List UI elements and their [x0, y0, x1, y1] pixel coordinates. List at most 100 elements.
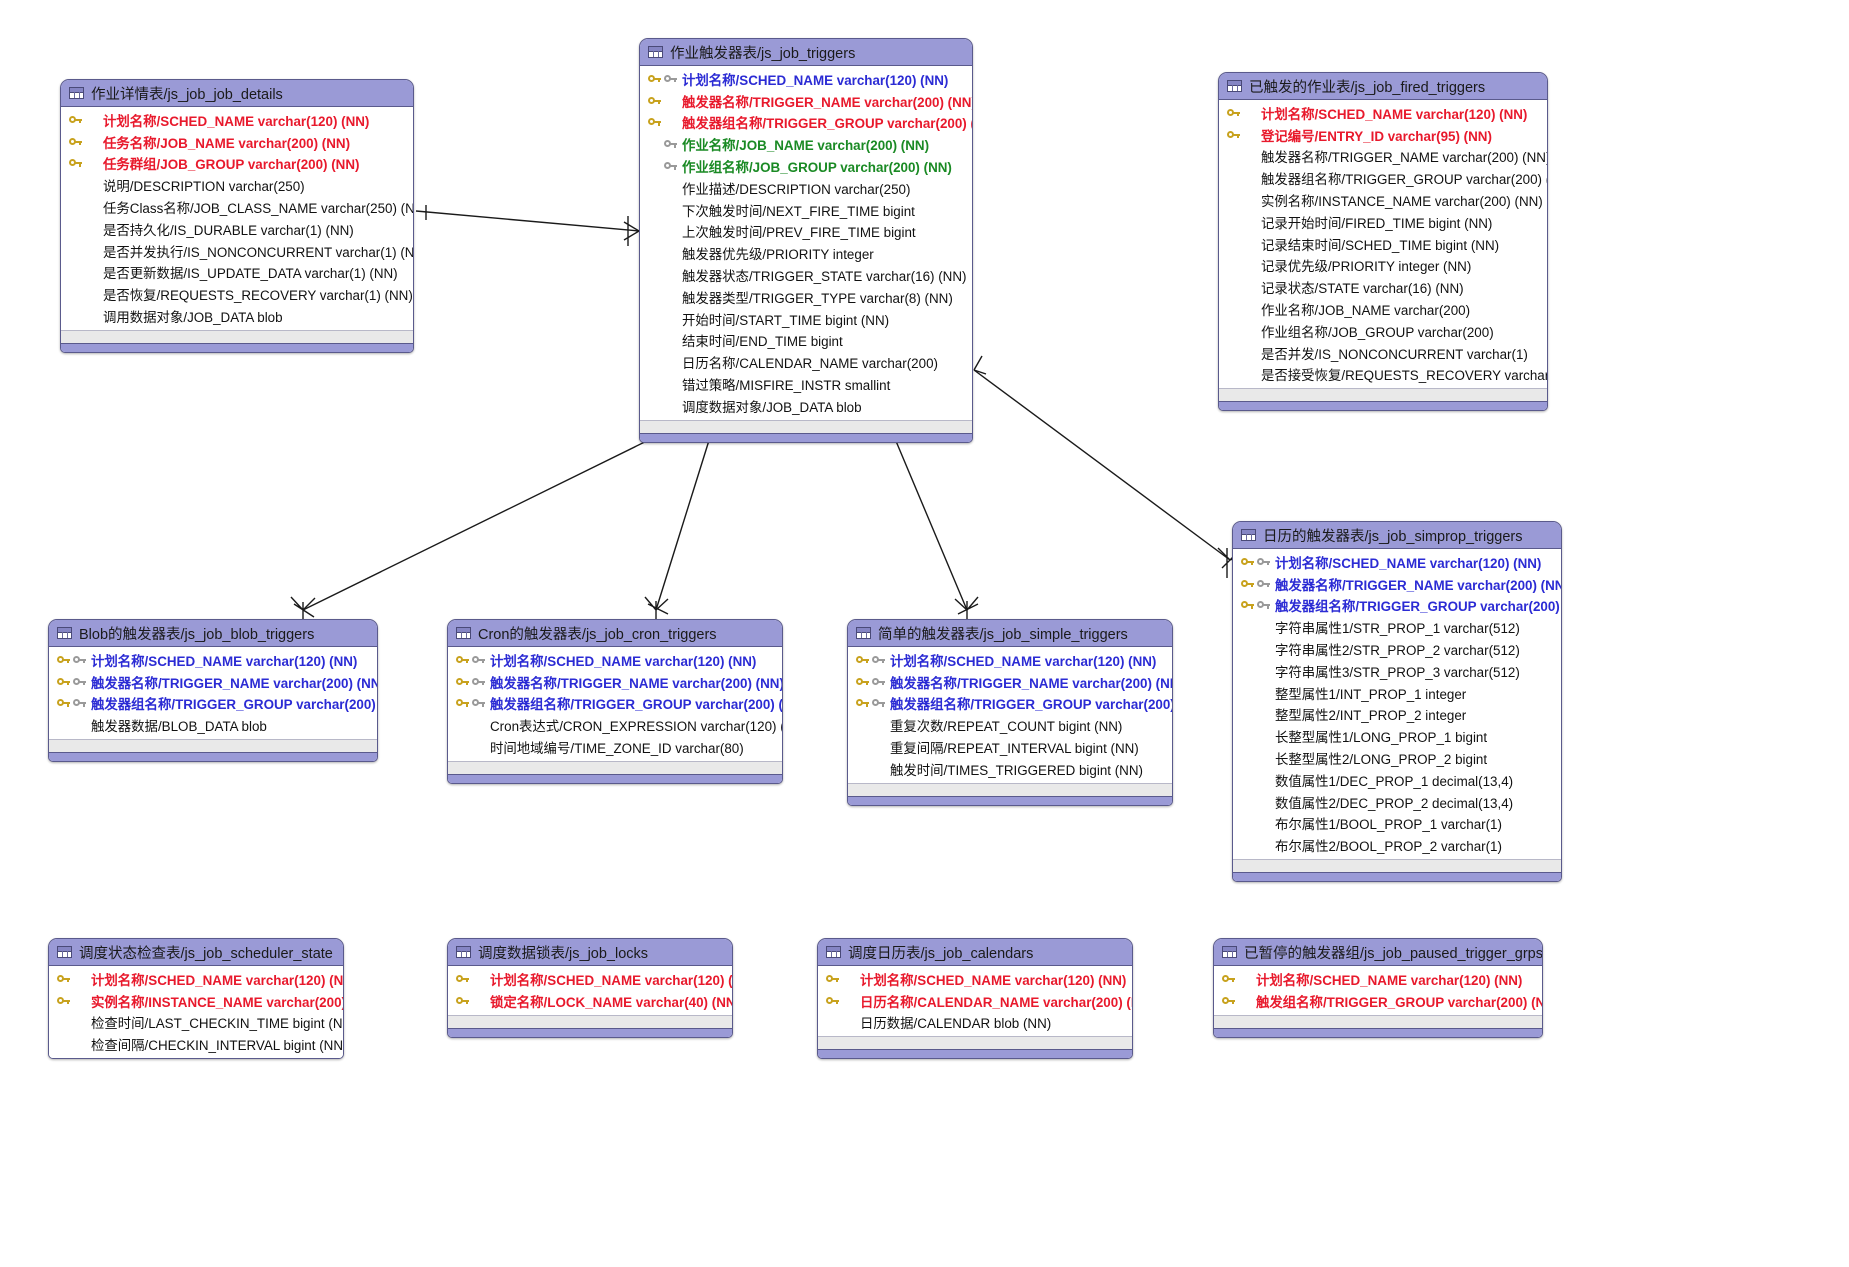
column-row[interactable]: 计划名称/SCHED_NAME varchar(120) (NN)	[61, 109, 413, 131]
column-row[interactable]: 重复间隔/REPEAT_INTERVAL bigint (NN)	[848, 736, 1172, 758]
column-row[interactable]: 数值属性1/DEC_PROP_1 decimal(13,4)	[1233, 769, 1561, 791]
column-row[interactable]: 开始时间/START_TIME bigint (NN)	[640, 308, 972, 330]
column-row[interactable]: 是否更新数据/IS_UPDATE_DATA varchar(1) (NN)	[61, 262, 413, 284]
column-row[interactable]: 下次触发时间/NEXT_FIRE_TIME bigint	[640, 199, 972, 221]
column-row[interactable]: 检查间隔/CHECKIN_INTERVAL bigint (NN)	[49, 1033, 343, 1055]
column-row[interactable]: 记录开始时间/FIRED_TIME bigint (NN)	[1219, 211, 1547, 233]
column-row[interactable]: 触发器组名称/TRIGGER_GROUP varchar(200) (NN)	[848, 693, 1172, 715]
table-header-job_simple_triggers[interactable]: 简单的触发器表/js_job_simple_triggers	[848, 620, 1172, 647]
column-row[interactable]: 计划名称/SCHED_NAME varchar(120) (NN)	[1214, 968, 1542, 990]
column-row[interactable]: 计划名称/SCHED_NAME varchar(120) (NN)	[1219, 102, 1547, 124]
table-header-job_calendars[interactable]: 调度日历表/js_job_calendars	[818, 939, 1132, 966]
column-row[interactable]: 布尔属性1/BOOL_PROP_1 varchar(1)	[1233, 813, 1561, 835]
column-row[interactable]: 触发器数据/BLOB_DATA blob	[49, 714, 377, 736]
column-row[interactable]: 计划名称/SCHED_NAME varchar(120) (NN)	[818, 968, 1132, 990]
column-row[interactable]: 布尔属性2/BOOL_PROP_2 varchar(1)	[1233, 834, 1561, 856]
table-header-job_blob_triggers[interactable]: Blob的触发器表/js_job_blob_triggers	[49, 620, 377, 647]
column-row[interactable]: 计划名称/SCHED_NAME varchar(120) (NN)	[640, 68, 972, 90]
column-row[interactable]: 调用数据对象/JOB_DATA blob	[61, 305, 413, 327]
table-header-job_paused_trigger_grps[interactable]: 已暂停的触发器组/js_job_paused_trigger_grps	[1214, 939, 1542, 966]
column-row[interactable]: 触发器优先级/PRIORITY integer	[640, 242, 972, 264]
table-header-job_scheduler_state[interactable]: 调度状态检查表/js_job_scheduler_state	[49, 939, 343, 966]
column-row[interactable]: 上次触发时间/PREV_FIRE_TIME bigint	[640, 221, 972, 243]
column-row[interactable]: 作业组名称/JOB_GROUP varchar(200) (NN)	[640, 155, 972, 177]
column-row[interactable]: 整型属性1/INT_PROP_1 integer	[1233, 682, 1561, 704]
column-row[interactable]: 结束时间/END_TIME bigint	[640, 330, 972, 352]
column-row[interactable]: 调度数据对象/JOB_DATA blob	[640, 395, 972, 417]
column-row[interactable]: 字符串属性1/STR_PROP_1 varchar(512)	[1233, 616, 1561, 638]
column-row[interactable]: 计划名称/SCHED_NAME varchar(120) (NN)	[448, 649, 782, 671]
column-row[interactable]: 数值属性2/DEC_PROP_2 decimal(13,4)	[1233, 791, 1561, 813]
column-row[interactable]: 记录结束时间/SCHED_TIME bigint (NN)	[1219, 233, 1547, 255]
table-header-job_cron_triggers[interactable]: Cron的触发器表/js_job_cron_triggers	[448, 620, 782, 647]
column-row[interactable]: 记录状态/STATE varchar(16) (NN)	[1219, 276, 1547, 298]
column-row[interactable]: 长整型属性2/LONG_PROP_2 bigint	[1233, 747, 1561, 769]
column-row[interactable]: 日历名称/CALENDAR_NAME varchar(200) (NN)	[818, 990, 1132, 1012]
column-row[interactable]: 是否持久化/IS_DURABLE varchar(1) (NN)	[61, 218, 413, 240]
column-row[interactable]: 触发器类型/TRIGGER_TYPE varchar(8) (NN)	[640, 286, 972, 308]
column-row[interactable]: 任务Class名称/JOB_CLASS_NAME varchar(250) (N…	[61, 196, 413, 218]
column-row[interactable]: 触发器名称/TRIGGER_NAME varchar(200) (NN)	[1233, 573, 1561, 595]
column-row[interactable]: 时间地域编号/TIME_ZONE_ID varchar(80)	[448, 736, 782, 758]
column-row[interactable]: 日历名称/CALENDAR_NAME varchar(200)	[640, 351, 972, 373]
column-row[interactable]: 计划名称/SCHED_NAME varchar(120) (NN)	[448, 968, 732, 990]
column-row[interactable]: 作业名称/JOB_NAME varchar(200) (NN)	[640, 133, 972, 155]
column-row[interactable]: 长整型属性1/LONG_PROP_1 bigint	[1233, 725, 1561, 747]
column-row[interactable]: 锁定名称/LOCK_NAME varchar(40) (NN)	[448, 990, 732, 1012]
table-header-job_fired_triggers[interactable]: 已触发的作业表/js_job_fired_triggers	[1219, 73, 1547, 100]
column-row[interactable]: 错过策略/MISFIRE_INSTR smallint	[640, 373, 972, 395]
column-row[interactable]: 触发时间/TIMES_TRIGGERED bigint (NN)	[848, 758, 1172, 780]
column-row[interactable]: 计划名称/SCHED_NAME varchar(120) (NN)	[49, 968, 343, 990]
column-row[interactable]: 重复次数/REPEAT_COUNT bigint (NN)	[848, 714, 1172, 736]
column-row[interactable]: 触发器名称/TRIGGER_NAME varchar(200) (NN)	[848, 671, 1172, 693]
table-header-job_job_details[interactable]: 作业详情表/js_job_job_details	[61, 80, 413, 107]
column-row[interactable]: 计划名称/SCHED_NAME varchar(120) (NN)	[49, 649, 377, 671]
column-row[interactable]: 计划名称/SCHED_NAME varchar(120) (NN)	[848, 649, 1172, 671]
column-row[interactable]: 作业描述/DESCRIPTION varchar(250)	[640, 177, 972, 199]
table-header-job_locks[interactable]: 调度数据锁表/js_job_locks	[448, 939, 732, 966]
column-row[interactable]: 是否并发/IS_NONCONCURRENT varchar(1)	[1219, 342, 1547, 364]
column-row[interactable]: 实例名称/INSTANCE_NAME varchar(200) (NN)	[1219, 189, 1547, 211]
column-row[interactable]: 说明/DESCRIPTION varchar(250)	[61, 174, 413, 196]
column-row[interactable]: 字符串属性2/STR_PROP_2 varchar(512)	[1233, 638, 1561, 660]
column-row[interactable]: 检查时间/LAST_CHECKIN_TIME bigint (NN)	[49, 1012, 343, 1034]
column-row[interactable]: 触发器名称/TRIGGER_NAME varchar(200) (NN)	[1219, 146, 1547, 168]
column-row[interactable]: Cron表达式/CRON_EXPRESSION varchar(120) (NN…	[448, 714, 782, 736]
column-row[interactable]: 计划名称/SCHED_NAME varchar(120) (NN)	[1233, 551, 1561, 573]
column-row[interactable]: 是否并发执行/IS_NONCONCURRENT varchar(1) (NN)	[61, 240, 413, 262]
column-row[interactable]: 任务群组/JOB_GROUP varchar(200) (NN)	[61, 153, 413, 175]
column-row[interactable]: 触发器名称/TRIGGER_NAME varchar(200) (NN)	[49, 671, 377, 693]
column-row[interactable]: 触发器组名称/TRIGGER_GROUP varchar(200) (NN)	[1219, 167, 1547, 189]
column-row[interactable]: 实例名称/INSTANCE_NAME varchar(200) (NN)	[49, 990, 343, 1012]
column-row[interactable]: 是否恢复/REQUESTS_RECOVERY varchar(1) (NN)	[61, 283, 413, 305]
table-header-job_triggers[interactable]: 作业触发器表/js_job_triggers	[640, 39, 972, 66]
column-row[interactable]: 触发器状态/TRIGGER_STATE varchar(16) (NN)	[640, 264, 972, 286]
column-row[interactable]: 触发器组名称/TRIGGER_GROUP varchar(200) (NN)	[49, 693, 377, 715]
column-row[interactable]: 任务名称/JOB_NAME varchar(200) (NN)	[61, 131, 413, 153]
column-row[interactable]: 记录优先级/PRIORITY integer (NN)	[1219, 255, 1547, 277]
column-row[interactable]: 是否接受恢复/REQUESTS_RECOVERY varchar(1)	[1219, 364, 1547, 386]
column-row[interactable]: 触发器组名称/TRIGGER_GROUP varchar(200) (NN)	[640, 112, 972, 134]
column-row[interactable]: 触发器组名称/TRIGGER_GROUP varchar(200) (NN)	[448, 693, 782, 715]
column-row[interactable]: 触发组名称/TRIGGER_GROUP varchar(200) (NN)	[1214, 990, 1542, 1012]
column-row[interactable]: 触发器名称/TRIGGER_NAME varchar(200) (NN)	[448, 671, 782, 693]
column-row[interactable]: 作业组名称/JOB_GROUP varchar(200)	[1219, 320, 1547, 342]
column-row[interactable]: 作业名称/JOB_NAME varchar(200)	[1219, 298, 1547, 320]
column-row[interactable]: 日历数据/CALENDAR blob (NN)	[818, 1012, 1132, 1034]
table-header-job_simprop_triggers[interactable]: 日历的触发器表/js_job_simprop_triggers	[1233, 522, 1561, 549]
column-row[interactable]: 整型属性2/INT_PROP_2 integer	[1233, 704, 1561, 726]
column-row[interactable]: 触发器名称/TRIGGER_NAME varchar(200) (NN)	[640, 90, 972, 112]
column-row[interactable]: 触发器组名称/TRIGGER_GROUP varchar(200) (NN)	[1233, 595, 1561, 617]
column-row[interactable]: 登记编号/ENTRY_ID varchar(95) (NN)	[1219, 124, 1547, 146]
column-row[interactable]: 字符串属性3/STR_PROP_3 varchar(512)	[1233, 660, 1561, 682]
